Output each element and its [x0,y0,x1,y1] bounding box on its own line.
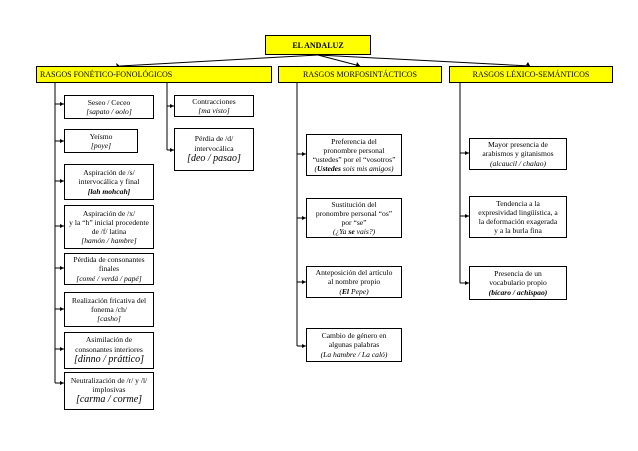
item-line: Preferencia del [331,136,377,146]
lexico-item-vocabulario: Presencia de un vocabulario propio (bíca… [469,266,567,300]
item-line: Neutralización de /r/ y /l/ [70,375,148,385]
item-line: y la “h” inicial procedente [69,217,149,227]
lexico-item-expresividad: Tendencia a la expresividad lingüística,… [469,196,567,238]
item-line: Pérdia de /d/ [194,134,234,144]
fonetico-item-contracciones: Contracciones [ma visto] [174,95,254,117]
item-line: Presencia de un [494,269,542,279]
item-line: y a la burla fina [494,226,542,236]
item-line: vocabulario propio [489,278,547,288]
item-example: [hamón / hambre] [81,236,137,246]
item-line: Pérdida de consonantes [73,255,145,265]
item-example: [carma / corme] [75,394,143,406]
item-line: Realización fricativa del [71,295,147,305]
fonetico-item-asimilacion: Asimilación de consonantes interiores [d… [64,332,154,369]
item-example: [comé / verdá / papé] [76,273,142,283]
item-line: Sustitución del [331,199,377,209]
item-line: Anteposición del artículo [315,268,393,278]
item-line: arabismos y gitanismos [482,149,554,159]
item-example: (bícaro / achispao) [488,287,548,297]
item-line: al nombre propio [327,277,381,287]
item-example: [poye] [90,141,112,150]
item-line: implosivas [92,385,126,394]
category-fonetico: RASGOS FONÉTICO-FONOLÓGICOS [36,66,272,83]
item-line: Mayor presencia de [488,140,548,150]
item-line: Aspiración de /s/ [83,168,135,178]
category-morfosintactico: RASGOS MORFOSINTÁCTICOS [278,66,442,83]
fonetico-item-fricativa-ch: Realización fricativa del fonema /ch/ [c… [64,292,154,327]
morfo-item-os-por-se: Sustitución del pronombre personal “os” … [306,198,402,238]
item-line: Yeísmo [89,131,113,141]
item-line: Seseo / Ceceo [87,97,131,107]
item-line: “ustedes” por el “vosotros” [312,155,396,164]
item-line: de /f/ latina [91,227,127,236]
item-line: Cambio de género en [321,331,387,341]
item-example: [dinno / práttico] [73,353,144,365]
item-example: [sapato / ɵolo] [86,107,132,116]
item-line: consonantes interiores [75,344,143,354]
item-line: expresividad lingüística, a [478,207,558,217]
item-line: Aspiración de /x/ [82,208,136,218]
fonetico-item-yeismo: Yeísmo [poye] [64,129,138,153]
lexico-item-arabismos: Mayor presencia de arabismos y gitanismo… [469,138,567,170]
fonetico-item-neutralizacion: Neutralización de /r/ y /l/ implosivas [… [64,372,154,410]
item-example: (Ustedes sois mis amigos) [314,164,394,174]
fonetico-item-aspiracion-s: Aspiración de /s/ intervocálica y final … [64,164,154,200]
morfo-item-genero: Cambio de género en algunas palabras (La… [306,328,402,362]
item-example: [deo / pasao] [187,152,241,164]
item-example: (La hambre / La caló) [320,349,388,359]
fonetico-item-seseo: Seseo / Ceceo [sapato / ɵolo] [64,95,154,119]
item-example: (alcaucil / chalao) [489,158,547,168]
item-line: la deformación exagerada [478,217,558,226]
item-example: [ma visto] [198,106,230,115]
morfo-item-ustedes: Preferencia del pronombre personal “uste… [306,134,402,176]
item-line: intervocálica y final [78,177,140,187]
fonetico-item-aspiracion-x: Aspiración de /x/ y la “h” inicial proce… [64,205,154,249]
item-line: Tendencia a la [496,198,540,208]
category-lexico: RASGOS LÉXICO-SEMÁNTICOS [449,66,613,83]
fonetico-item-perdida-d: Pérdia de /d/ intervocálica [deo / pasao… [174,128,254,171]
morfo-item-anteposicion: Anteposición del artículo al nombre prop… [306,266,402,298]
item-line: finales [98,264,120,274]
item-line: pronombre personal [323,145,385,155]
item-line: algunas palabras [328,340,380,350]
item-example: (El Pepe) [339,286,369,296]
item-example: [casho] [97,314,121,324]
item-example: [lah mohcah] [87,186,131,196]
item-line: pronombre personal “os” [315,208,393,218]
fonetico-item-perdida-consonantes: Pérdida de consonantes finales [comé / v… [64,253,154,285]
root-title: EL ANDALUZ [265,35,371,55]
item-line: por “se” [341,218,367,227]
item-line: Asimilación de [85,335,133,345]
item-line: fonema /ch/ [90,304,128,314]
item-example: (¿Ya se vais?) [332,227,376,237]
item-line: Contracciones [192,96,236,106]
item-line: intervocálica [194,143,234,153]
